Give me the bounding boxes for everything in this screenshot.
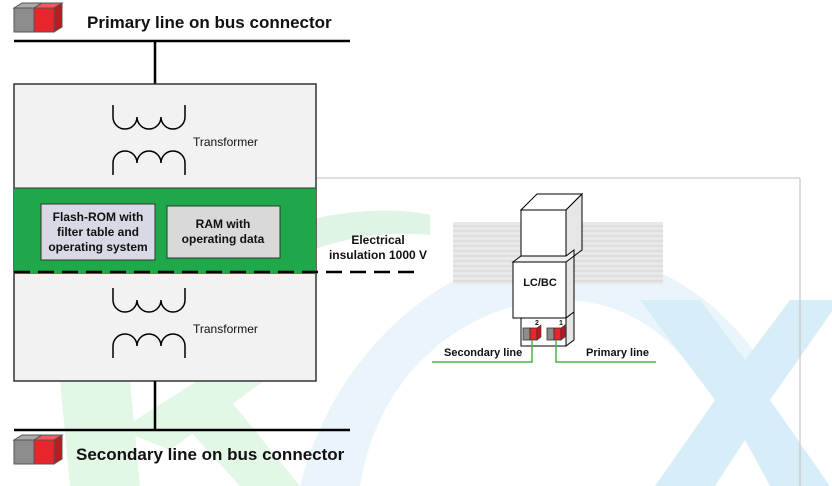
primary-line-label: Primary line [586,347,649,359]
terminal-1-connector-icon [546,324,566,341]
terminal-1-number: 1 [559,320,563,327]
ram-chip [166,205,281,259]
secondary-line-title: Secondary line on bus connector [76,445,345,464]
primary-line-wire [555,340,656,363]
ram-line2: operating data [182,232,265,246]
top-bus-connector-icon [12,2,64,33]
transformer-top-label: Transformer [193,135,258,149]
secondary-line-label: Secondary line [444,347,522,359]
flash-rom-line1: Flash-ROM with [53,210,144,224]
ram-line1: RAM with [196,217,251,231]
transformer-top-icon [112,105,186,175]
insulation-line1: Electrical [351,233,404,247]
terminal-2-number: 2 [535,320,539,327]
flash-rom-line2: filter table and [57,225,139,239]
flash-rom-chip [40,203,156,261]
transformer-bottom-label: Transformer [193,322,258,336]
device-label: LC/BC [523,277,557,289]
secondary-line-wire [432,340,533,363]
primary-line-title: Primary line on bus connector [87,13,332,32]
flash-rom-line3: operating system [48,240,147,254]
terminal-2-connector-icon [522,324,542,341]
insulation-line2: insulation 1000 V [329,248,427,262]
bottom-bus-connector-icon [12,434,64,465]
transformer-bottom-icon [112,288,186,358]
lc-bc-device [511,192,584,347]
